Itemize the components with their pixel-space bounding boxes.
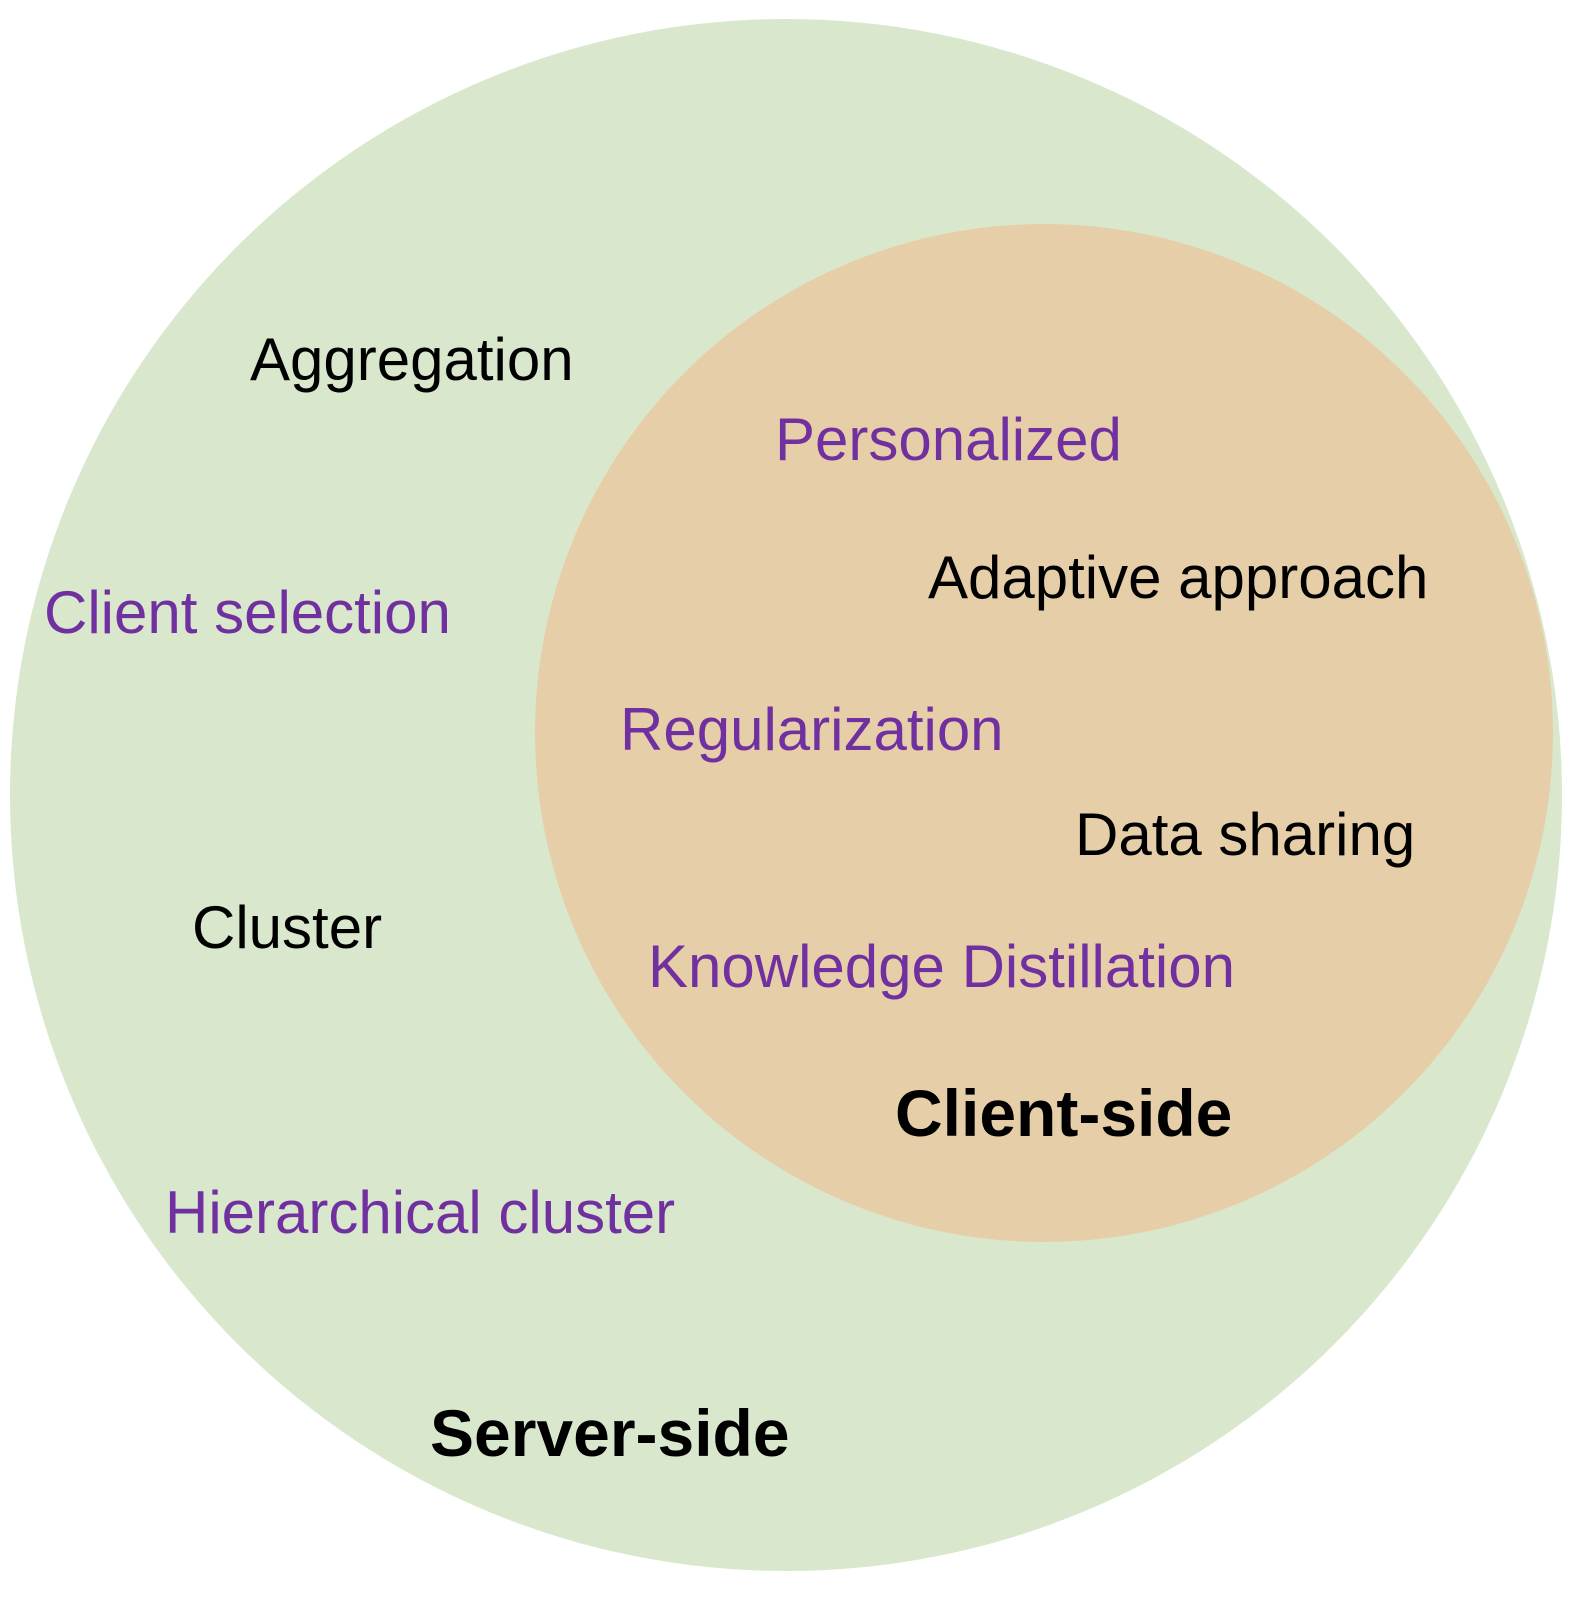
server-side-title: Server-side <box>430 1396 790 1470</box>
label-client-selection: Client selection <box>44 579 451 646</box>
label-regularization: Regularization <box>620 696 1004 763</box>
label-hierarchical-cluster: Hierarchical cluster <box>165 1179 676 1246</box>
label-adaptive-approach: Adaptive approach <box>928 544 1429 611</box>
label-cluster: Cluster <box>192 894 383 961</box>
label-knowledge-distillation: Knowledge Distillation <box>648 933 1235 1000</box>
label-personalized: Personalized <box>775 406 1122 473</box>
label-aggregation: Aggregation <box>250 326 574 393</box>
client-side-circle <box>535 224 1553 1242</box>
client-side-title: Client-side <box>895 1076 1233 1150</box>
label-data-sharing: Data sharing <box>1075 801 1416 868</box>
